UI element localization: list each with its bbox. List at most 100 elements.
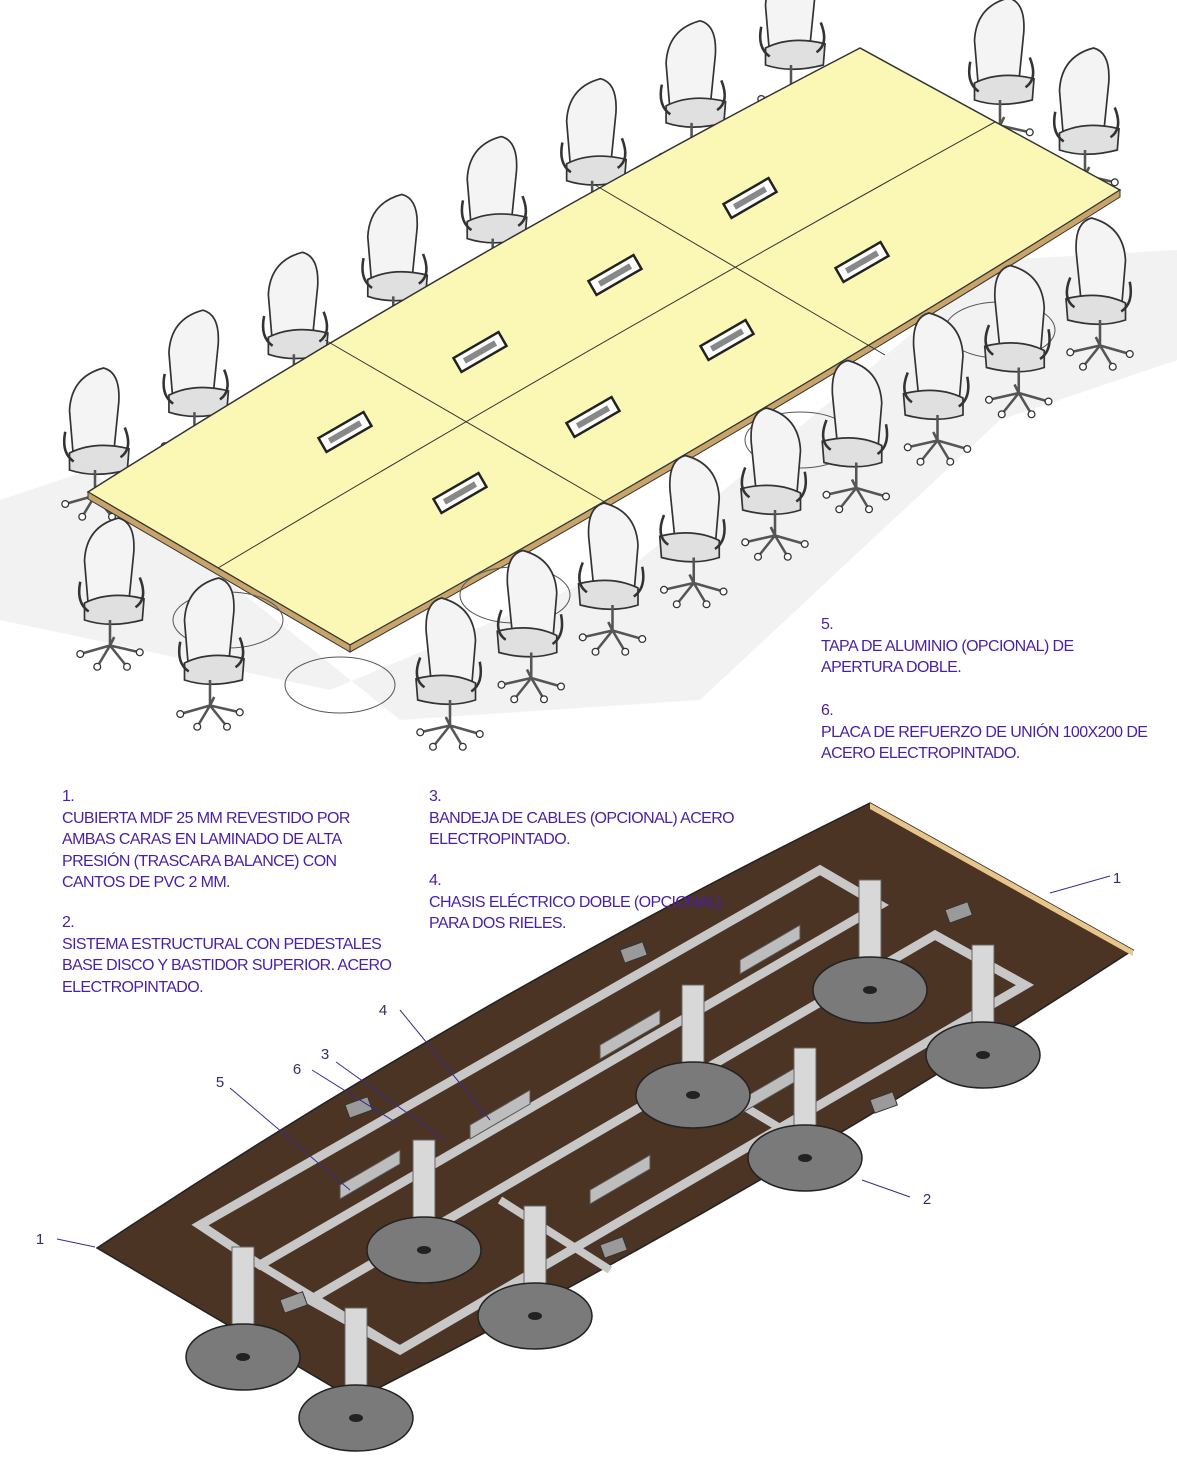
chairs-front-row (76, 217, 1134, 751)
chair-base (663, 557, 724, 606)
chair-back (565, 77, 617, 174)
chair-arms (162, 369, 229, 405)
grommet (586, 253, 644, 297)
chair-wheel (235, 708, 244, 717)
callout-leader (56, 1238, 96, 1248)
callout-label-5: 5 (216, 1074, 224, 1091)
chair (577, 502, 647, 656)
cable-tray (589, 1154, 651, 1205)
chair-wheel (753, 552, 763, 561)
chair-arms (177, 637, 245, 673)
chair-arms (77, 577, 145, 613)
chair-arms (984, 324, 1051, 361)
chair-wheel (428, 742, 438, 751)
chair-seat (983, 342, 1046, 373)
cable-tray (339, 1149, 401, 1200)
chair-base (582, 605, 643, 653)
disc-bolt (798, 1154, 812, 1162)
chair-wheel (458, 742, 467, 751)
grommet (431, 471, 489, 515)
chair-wheel (176, 709, 185, 719)
chair-back (183, 577, 235, 673)
grommet (833, 240, 891, 284)
chair-wheel (193, 722, 202, 731)
chair-seat (973, 74, 1035, 106)
chair-arms (740, 467, 808, 503)
chair-arms (460, 195, 528, 232)
chair-base (501, 652, 562, 701)
chair-seat (577, 579, 639, 611)
callout-leader (311, 1069, 401, 1126)
chair-back (831, 359, 883, 456)
chair-wheel (222, 722, 232, 731)
chair-arms (758, 22, 826, 58)
tabletop-view (86, 47, 1122, 714)
reinforcement-plate (869, 1091, 898, 1114)
chair-arms (261, 311, 329, 347)
chair (76, 517, 145, 671)
chair-wheel (122, 662, 132, 671)
chair-arms (560, 137, 627, 174)
chair-wheel (702, 600, 711, 609)
underside-edge (870, 803, 1133, 956)
chair-base (744, 510, 806, 558)
callout-leader (229, 1087, 351, 1191)
chair-wheel (881, 492, 891, 501)
chair-arms (578, 562, 645, 598)
chair-wheel (963, 444, 972, 454)
reinforcement-plate (599, 1236, 628, 1259)
chair-arms (967, 57, 1035, 93)
disc-bolt (686, 1091, 700, 1099)
chair-back (366, 193, 419, 289)
chair-base (79, 620, 141, 668)
shadow (0, 250, 1177, 720)
chair-wheel (78, 512, 87, 521)
chair-back (1075, 217, 1127, 313)
chair (902, 312, 972, 466)
chair-seat (902, 389, 964, 421)
note-6: 6.PLACA DE REFUERZO DE UNIÓN 100X200 DE … (821, 702, 1148, 762)
note-4: 4.CHASIS ELÉCTRICO DOBLE (OPCIONAL) PARA… (429, 872, 722, 932)
chair-back (665, 19, 717, 116)
chair-base (1069, 320, 1131, 368)
chair-back (668, 454, 721, 551)
chair-wheel (416, 728, 425, 737)
chair-seat (83, 594, 145, 626)
chair-wheel (621, 647, 630, 656)
chair-base (907, 415, 968, 463)
chair-arms (415, 657, 483, 693)
note-3: 3.BANDEJA DE CABLES (OPCIONAL) ACERO ELE… (429, 788, 735, 848)
panel-seam (217, 121, 996, 569)
chair-back (587, 502, 639, 598)
callout-label-3: 3 (321, 1046, 329, 1063)
chair-wheel (719, 587, 728, 596)
panel-seam (594, 184, 886, 356)
chair-seat (658, 532, 721, 563)
chair-arms (1052, 107, 1120, 143)
callout-label-6: 6 (293, 1061, 301, 1078)
chair-seat (183, 654, 245, 686)
chair-base (419, 700, 481, 748)
chair-seat (1065, 294, 1127, 326)
chair-wheel (638, 634, 647, 644)
chair-wheel (997, 410, 1006, 419)
chair-wheel (903, 443, 912, 452)
reinforcement-plate (344, 1096, 373, 1119)
chair-wheel (835, 505, 844, 514)
chair-wheel (822, 490, 831, 499)
callout-label-2: 2 (923, 1191, 931, 1208)
note-5: 5.TAPA DE ALUMINIO (OPCIONAL) DE APERTUR… (821, 616, 1074, 676)
chair-wheel (510, 695, 519, 704)
disc-bolt (236, 1353, 250, 1361)
chair-arms (361, 253, 428, 289)
chair-back (425, 597, 477, 693)
grommet (721, 176, 779, 220)
grommet (451, 330, 509, 374)
grommet (564, 395, 622, 439)
chair-seat (821, 437, 883, 468)
chair-wheel (1066, 348, 1075, 357)
chair-wheel (135, 648, 144, 657)
chair-back (506, 549, 558, 646)
